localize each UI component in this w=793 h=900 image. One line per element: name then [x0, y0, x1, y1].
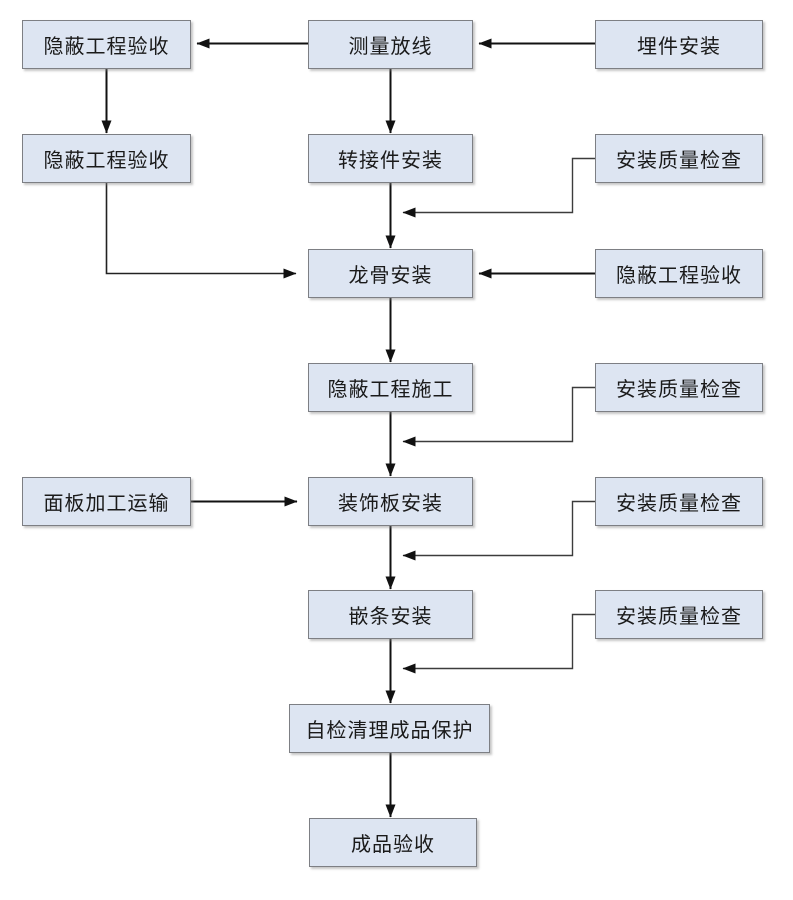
node-label: 成品验收	[351, 834, 435, 856]
node-hidden-works-acceptance-1: 隐蔽工程验收	[22, 20, 191, 69]
node-embedded-parts-installation: 埋件安装	[595, 20, 763, 69]
node-label: 嵌条安装	[348, 606, 433, 628]
node-installation-quality-check-2: 安装质量检查	[595, 363, 763, 412]
node-label: 隐蔽工程验收	[43, 150, 170, 172]
node-label: 隐蔽工程验收	[43, 36, 170, 58]
node-decorative-panel-installation: 装饰板安装	[308, 477, 473, 526]
node-adapter-installation: 转接件安装	[308, 134, 473, 183]
node-installation-quality-check-3: 安装质量检查	[595, 477, 763, 526]
node-label: 埋件安装	[637, 36, 721, 58]
node-label: 面板加工运输	[43, 493, 170, 515]
node-trim-strip-installation: 嵌条安装	[308, 590, 473, 639]
elbow-qc2-merge	[402, 386, 595, 447]
node-self-inspection-cleaning-product-protection: 自检清理成品保护	[289, 704, 490, 753]
node-label: 安装质量检查	[616, 606, 742, 628]
node-label: 隐蔽工程验收	[616, 265, 742, 287]
node-installation-quality-check-1: 安装质量检查	[595, 134, 763, 183]
node-label: 安装质量检查	[616, 150, 742, 172]
node-label: 测量放线	[348, 36, 433, 58]
elbow-qc3-merge	[402, 500, 595, 561]
node-hidden-works-acceptance-2: 隐蔽工程验收	[22, 134, 191, 183]
node-label: 装饰板安装	[338, 493, 443, 515]
node-finished-product-acceptance: 成品验收	[309, 818, 477, 867]
elbow-qc4-merge	[402, 613, 595, 674]
node-keel-installation: 龙骨安装	[308, 249, 473, 298]
node-label: 安装质量检查	[616, 379, 742, 401]
node-survey-setting-out: 测量放线	[308, 20, 473, 69]
node-hidden-works-construction: 隐蔽工程施工	[308, 363, 473, 412]
node-label: 龙骨安装	[348, 265, 433, 287]
node-label: 隐蔽工程施工	[327, 379, 454, 401]
node-label: 安装质量检查	[616, 493, 742, 515]
node-label: 转接件安装	[338, 150, 443, 172]
elbow-qc1-merge	[402, 157, 595, 218]
node-hidden-works-acceptance-3: 隐蔽工程验收	[595, 249, 763, 298]
elbow-hidden2-to-keel	[105, 183, 297, 279]
node-panel-processing-transport: 面板加工运输	[22, 477, 191, 526]
node-label: 自检清理成品保护	[305, 720, 474, 742]
node-installation-quality-check-4: 安装质量检查	[595, 590, 763, 639]
